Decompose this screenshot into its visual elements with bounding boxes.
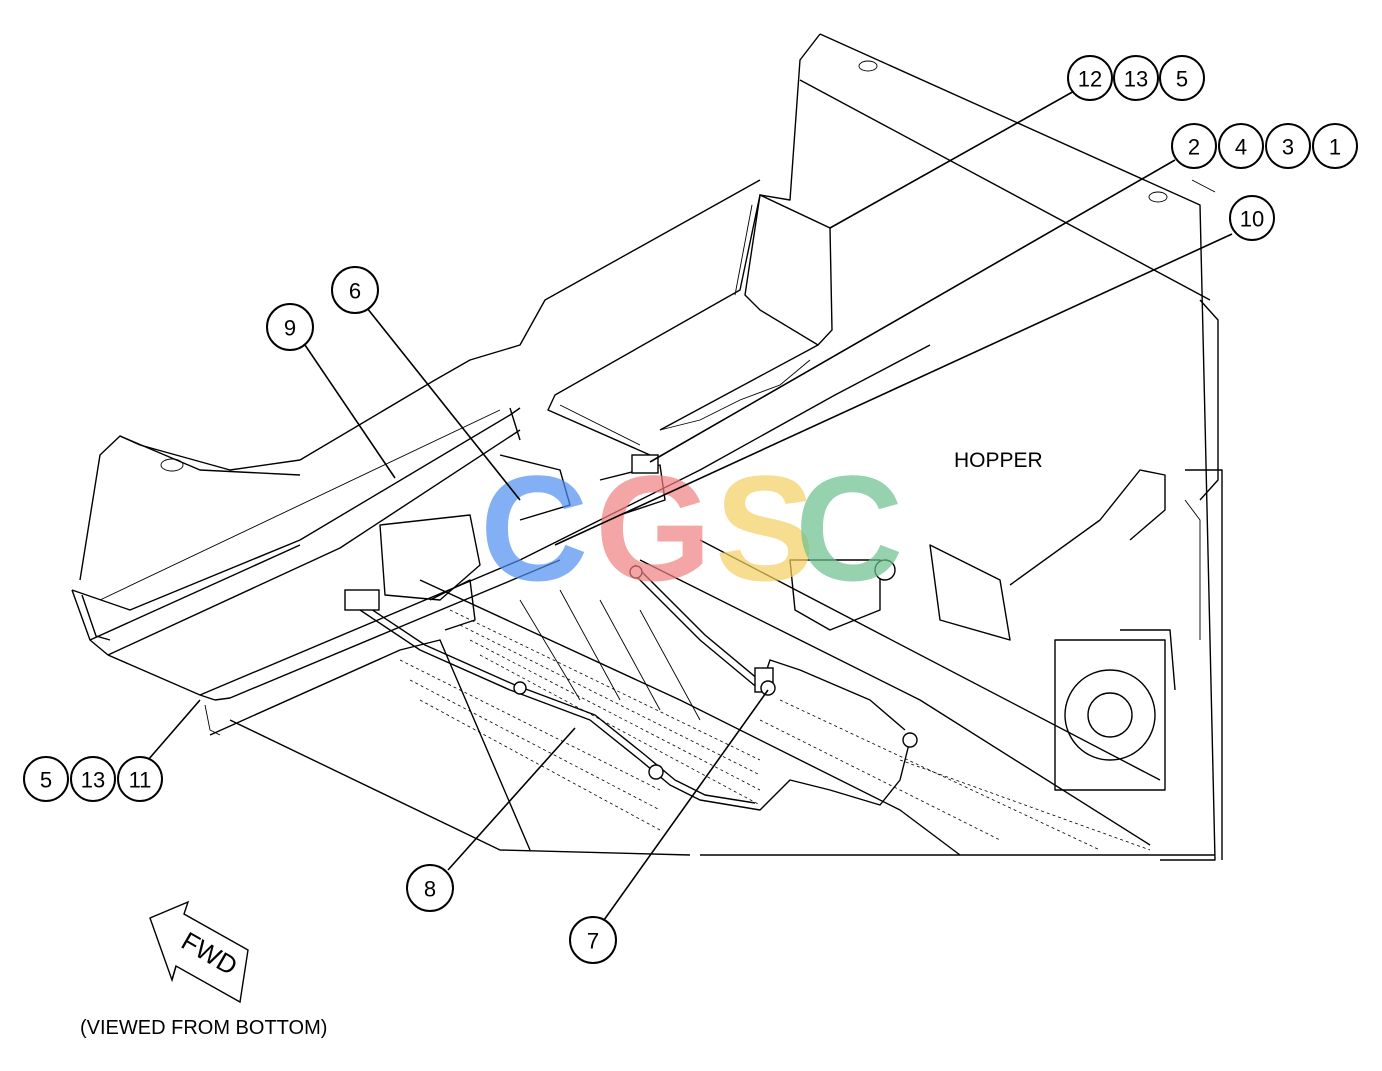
callout-balloon-13: 13 bbox=[1113, 55, 1159, 101]
callout-number: 11 bbox=[129, 768, 152, 793]
callout-9: 9 bbox=[266, 303, 314, 351]
callout-number: 7 bbox=[587, 929, 599, 954]
callout-number: 13 bbox=[81, 768, 105, 793]
chute bbox=[547, 193, 833, 456]
callout-balloon-5: 5 bbox=[1159, 55, 1205, 101]
watermark-letter: C bbox=[795, 444, 903, 612]
callout-number: 5 bbox=[40, 768, 52, 793]
callout-number: 1 bbox=[1329, 135, 1341, 160]
callout-number: 12 bbox=[1078, 67, 1102, 92]
hopper-label: HOPPER bbox=[954, 449, 1043, 472]
callout-number: 6 bbox=[349, 279, 361, 304]
callout-number: 5 bbox=[1176, 67, 1188, 92]
view-note: (VIEWED FROM BOTTOM) bbox=[80, 1017, 327, 1039]
callout-balloon-12: 12 bbox=[1067, 55, 1113, 101]
callout-balloon-6: 6 bbox=[331, 266, 379, 314]
hopper-body bbox=[759, 33, 1223, 861]
callout-6: 6 bbox=[331, 266, 379, 314]
right-mechanism bbox=[789, 469, 1201, 791]
callout-number: 13 bbox=[1124, 67, 1148, 92]
watermark-letter: S bbox=[715, 444, 815, 612]
callout-number: 2 bbox=[1188, 135, 1200, 160]
fwd-arrow-icon: FWD bbox=[149, 900, 249, 1004]
callout-balloon-9: 9 bbox=[266, 303, 314, 351]
callout-group-12-13-5: 12 13 5 bbox=[1067, 55, 1205, 101]
callout-balloon-3: 3 bbox=[1265, 123, 1311, 169]
callout-group-5-13-11: 5 13 11 bbox=[23, 756, 163, 802]
bracket-assembly bbox=[344, 454, 666, 631]
watermark-letter: G bbox=[595, 444, 712, 612]
watermark: C G S C bbox=[480, 444, 903, 612]
callout-balloon-11: 11 bbox=[117, 756, 163, 802]
leader-lines bbox=[147, 89, 1233, 921]
callout-number: 10 bbox=[1240, 207, 1264, 232]
hydraulic-tubes bbox=[359, 564, 918, 811]
callout-number: 4 bbox=[1235, 135, 1247, 160]
grate-mesh bbox=[399, 589, 1151, 851]
callout-balloon-1: 1 bbox=[1312, 123, 1358, 169]
callout-number: 9 bbox=[284, 316, 296, 341]
callout-balloon-13: 13 bbox=[70, 756, 116, 802]
callout-balloon-10: 10 bbox=[1229, 195, 1275, 241]
callout-8: 8 bbox=[406, 864, 454, 912]
callout-group-2-4-3-1: 2 4 3 1 bbox=[1171, 123, 1358, 169]
bottom-frame bbox=[209, 539, 1215, 856]
callout-balloon-4: 4 bbox=[1218, 123, 1264, 169]
callout-balloon-2: 2 bbox=[1171, 123, 1217, 169]
callout-7: 7 bbox=[569, 916, 617, 964]
callout-balloon-5: 5 bbox=[23, 756, 69, 802]
callout-number: 3 bbox=[1282, 135, 1294, 160]
long-rail bbox=[71, 344, 931, 736]
callout-balloon-8: 8 bbox=[406, 864, 454, 912]
callout-number: 8 bbox=[424, 877, 436, 902]
upper-frame-panel bbox=[79, 179, 761, 581]
callout-balloon-7: 7 bbox=[569, 916, 617, 964]
callout-10: 10 bbox=[1229, 195, 1275, 241]
